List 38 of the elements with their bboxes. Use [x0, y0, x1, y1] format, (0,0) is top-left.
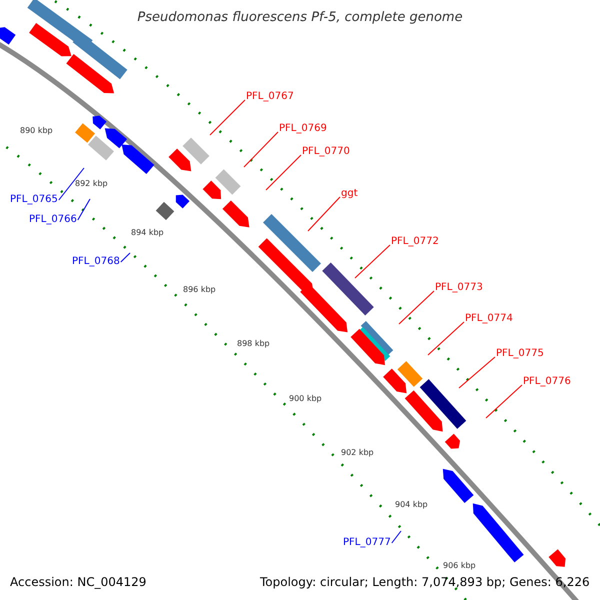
- gene-label: PFL_0773: [435, 283, 483, 293]
- scale-label: 898 kbp: [237, 340, 270, 348]
- scale-label: 906 kbp: [443, 562, 476, 570]
- footer-text: Accession: NC_004129: [10, 576, 146, 588]
- gene-label: PFL_0767: [246, 92, 294, 102]
- gene-label: PFL_0769: [279, 124, 327, 134]
- leader-line: [398, 290, 434, 324]
- leader-line: [308, 196, 340, 232]
- leader-line: [266, 154, 302, 190]
- gene-label: PFL_0766: [29, 215, 77, 225]
- gene-label: PFL_0765: [10, 195, 58, 205]
- leader-line: [458, 356, 496, 388]
- leader-line: [77, 198, 90, 220]
- scale-label: 890 kbp: [20, 127, 53, 135]
- leader-line: [210, 100, 246, 136]
- gene-label: PFL_0776: [523, 377, 571, 387]
- scale-label: 900 kbp: [289, 395, 322, 403]
- scale-label: 902 kbp: [341, 449, 374, 457]
- leader-line: [244, 132, 278, 168]
- title: Pseudomonas fluorescens Pf-5, complete genome: [136, 11, 464, 24]
- gene-label: PFL_0768: [72, 257, 120, 267]
- gene-label: ggt: [341, 189, 358, 199]
- scale-label: 894 kbp: [131, 229, 164, 237]
- leader-line: [428, 322, 464, 356]
- footer-text: Topology: circular; Length: 7,074,893 bp; Genes: 6,226: [260, 576, 590, 588]
- gene-label: PFL_0777: [343, 538, 391, 548]
- gene-label: PFL_0770: [302, 147, 350, 157]
- leader-line: [486, 384, 522, 418]
- scale-label: 892 kbp: [75, 180, 108, 188]
- gene-label: PFL_0775: [496, 349, 544, 359]
- gene-label: PFL_0774: [465, 314, 513, 324]
- leader-line: [120, 252, 130, 262]
- scale-label: 896 kbp: [183, 286, 216, 294]
- leader-line: [391, 530, 402, 544]
- leader-line: [58, 168, 84, 200]
- gene-label: PFL_0772: [391, 237, 439, 247]
- scale-label: 904 kbp: [395, 501, 428, 509]
- leader-line: [354, 244, 390, 278]
